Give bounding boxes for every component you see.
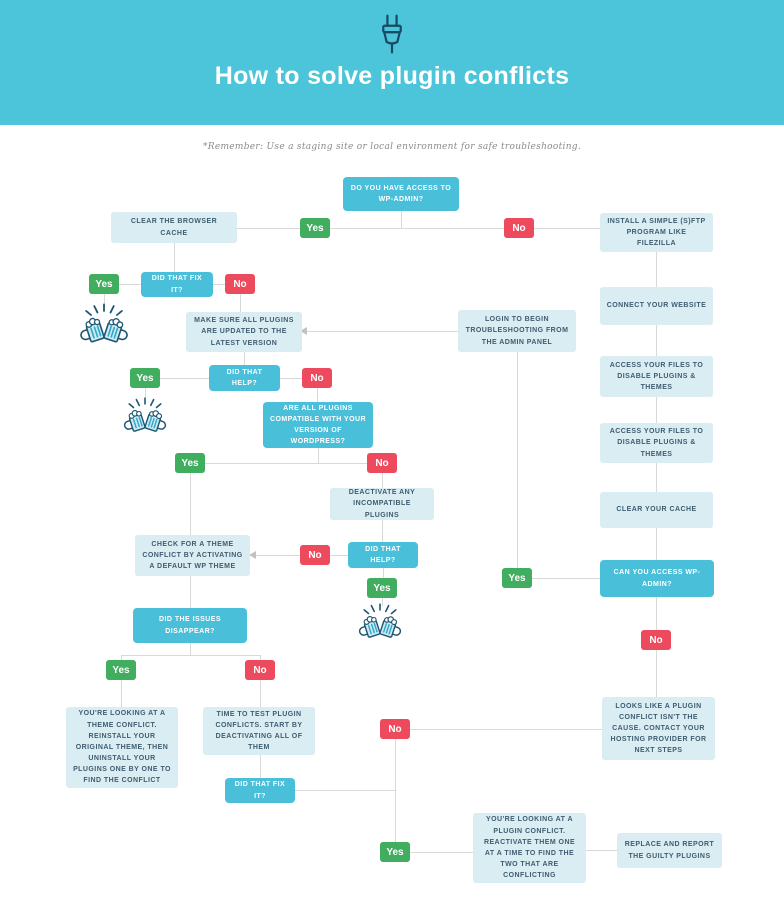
connector-line — [119, 284, 141, 285]
cheers-icon — [78, 302, 130, 348]
connector-line — [586, 850, 617, 851]
node-time-to-test: TIME TO TEST PLUGIN CONFLICTS. START BY … — [203, 707, 315, 755]
node-plugins-compatible: ARE ALL PLUGINS COMPATIBLE WITH YOUR VER… — [263, 402, 373, 448]
node-can-you-access-wp-admin: CAN YOU ACCESS WP-ADMIN? — [600, 560, 714, 597]
node-replace-and-report: REPLACE AND REPORT THE GUILTY PLUGINS — [617, 833, 722, 868]
yes-badge: Yes — [89, 274, 119, 294]
connector-line — [382, 473, 383, 488]
yes-badge: Yes — [502, 568, 532, 588]
connector-line — [260, 680, 261, 707]
node-deactivate-incompatible: DEACTIVATE ANY INCOMPATIBLE PLUGINS — [330, 488, 434, 520]
connector-line — [401, 211, 402, 228]
connector-line — [121, 655, 122, 660]
connector-line — [656, 650, 657, 697]
yes-badge: Yes — [380, 842, 410, 862]
connector-line — [382, 598, 383, 606]
connector-line — [190, 576, 191, 608]
connector-line — [104, 294, 105, 307]
node-install-ftp-program: INSTALL A SIMPLE (S)FTP PROGRAM LIKE FIL… — [600, 213, 713, 252]
connector-line — [307, 331, 458, 332]
yes-badge: Yes — [175, 453, 205, 473]
no-badge: No — [225, 274, 255, 294]
arrowhead-left-icon — [300, 327, 307, 335]
connector-line — [260, 655, 261, 660]
connector-line — [330, 555, 348, 556]
no-badge: No — [367, 453, 397, 473]
connector-line — [205, 463, 367, 464]
node-access-files-2: ACCESS YOUR FILES TO DISABLE PLUGINS & T… — [600, 423, 713, 463]
node-did-that-help-1: DID THAT HELP? — [209, 365, 280, 391]
connector-line — [383, 568, 384, 578]
node-plugin-conflict-result: YOU'RE LOOKING AT A PLUGIN CONFLICT. REA… — [473, 813, 586, 883]
yes-badge: Yes — [300, 218, 330, 238]
node-did-that-help-2: DID THAT HELP? — [348, 542, 418, 568]
no-badge: No — [380, 719, 410, 739]
connector-line — [295, 790, 395, 791]
node-clear-browser-cache: CLEAR THE BROWSER CACHE — [111, 212, 237, 243]
node-connect-your-website: CONNECT YOUR WEBSITE — [600, 287, 713, 325]
node-theme-conflict-result: YOU'RE LOOKING AT A THEME CONFLICT. REIN… — [66, 707, 178, 788]
yes-badge: Yes — [367, 578, 397, 598]
connector-line — [656, 325, 657, 356]
node-do-you-have-access: DO YOU HAVE ACCESS TO WP-ADMIN? — [343, 177, 459, 211]
connector-line — [256, 555, 300, 556]
no-badge: No — [300, 545, 330, 565]
connector-line — [174, 243, 175, 272]
connector-line — [280, 378, 302, 379]
connector-line — [240, 294, 241, 312]
connector-line — [382, 520, 383, 542]
connector-line — [190, 643, 191, 655]
node-clear-your-cache: CLEAR YOUR CACHE — [600, 492, 713, 528]
connector-line — [532, 578, 600, 579]
connector-line — [190, 473, 191, 535]
connector-line — [395, 739, 396, 842]
header-banner: How to solve plugin conflicts — [0, 0, 784, 125]
connector-line — [244, 352, 245, 365]
connector-line — [410, 852, 473, 853]
connector-line — [121, 655, 261, 656]
yes-badge: Yes — [106, 660, 136, 680]
connector-line — [317, 388, 318, 402]
connector-line — [656, 397, 657, 423]
connector-line — [160, 378, 209, 379]
cheers-icon — [357, 602, 403, 642]
node-check-theme-conflict: CHECK FOR A THEME CONFLICT BY ACTIVATING… — [135, 535, 250, 576]
connector-line — [656, 597, 657, 630]
connector-line — [145, 388, 146, 398]
connector-line — [517, 352, 518, 568]
connector-line — [656, 528, 657, 560]
connector-line — [656, 463, 657, 492]
connector-line — [410, 729, 602, 730]
node-plugins-updated: MAKE SURE ALL PLUGINS ARE UPDATED TO THE… — [186, 312, 302, 352]
node-login-to-begin: LOGIN TO BEGIN TROUBLESHOOTING FROM THE … — [458, 310, 576, 352]
cheers-icon — [122, 396, 168, 436]
connector-line — [213, 284, 225, 285]
node-access-files-1: ACCESS YOUR FILES TO DISABLE PLUGINS & T… — [600, 356, 713, 397]
connector-line — [260, 755, 261, 778]
node-did-that-fix-it-1: DID THAT FIX IT? — [141, 272, 213, 297]
no-badge: No — [302, 368, 332, 388]
connector-line — [121, 680, 122, 707]
no-badge: No — [641, 630, 671, 650]
page-title: How to solve plugin conflicts — [214, 62, 570, 90]
connector-line — [318, 448, 319, 463]
no-badge: No — [504, 218, 534, 238]
no-badge: No — [245, 660, 275, 680]
reminder-note: *Remember: Use a staging site or local e… — [202, 142, 582, 152]
connector-line — [237, 228, 600, 229]
connector-line — [656, 252, 657, 287]
yes-badge: Yes — [130, 368, 160, 388]
arrowhead-left-icon — [249, 551, 256, 559]
node-contact-hosting: LOOKS LIKE A PLUGIN CONFLICT ISN'T THE C… — [602, 697, 715, 760]
node-did-issues-disappear: DID THE ISSUES DISAPPEAR? — [133, 608, 247, 643]
node-did-that-fix-it-2: DID THAT FIX IT? — [225, 778, 295, 803]
plug-icon — [382, 14, 402, 54]
